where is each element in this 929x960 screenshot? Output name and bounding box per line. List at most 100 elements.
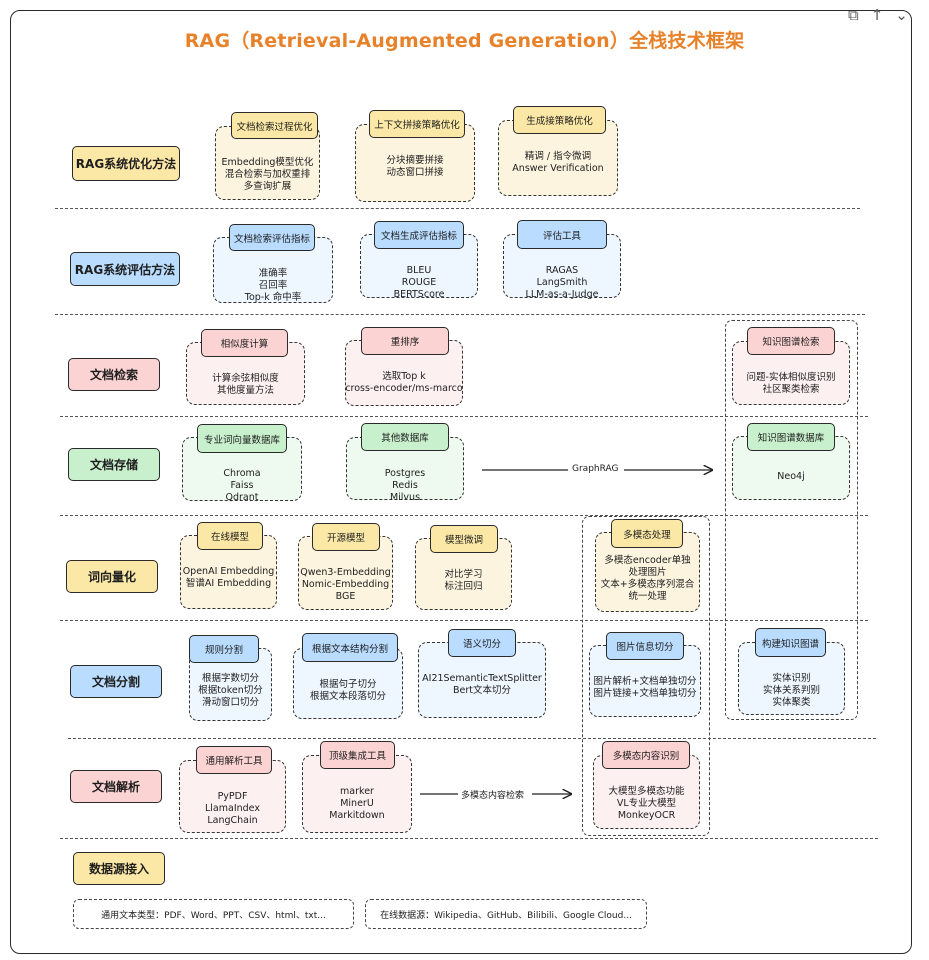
card-line: Postgres [384,468,426,479]
diagram-title: RAG（Retrieval-Augmented Generation）全栈技术框… [184,30,745,52]
tag-sto-other: 其他数据库 [361,423,449,451]
tag-eval-tools: 评估工具 [517,220,607,249]
card-line: 根据文本段落切分 [309,691,386,702]
card-line: LangSmith [536,277,588,288]
card-line: 分块摘要拼接 [386,155,444,166]
card-line: 动态窗口拼接 [386,167,444,178]
tag-opt-generation: 生成接策略优化 [513,106,606,134]
toolbar-icons: ⧉↑⌄ [848,6,920,24]
tag-opt-context: 上下文拼接策略优化 [369,110,465,138]
card-line: 根据token切分 [198,685,263,696]
card-line: Milvus [389,492,421,503]
card-line: 选取Top k [382,371,426,382]
card-line: 标注回归 [444,581,483,592]
separator [60,620,868,621]
card-line: marker [340,786,374,797]
card-line: Markitdown [329,810,385,821]
card-line: BLEU [406,265,432,276]
card-line: 大模型多模态功能 [608,786,685,797]
tag-vec-online: 在线模型 [197,522,263,550]
card-line: 处理图片 [628,567,667,578]
card-line: Redis [392,480,418,491]
tag-chk-rule: 规则分割 [189,635,259,663]
card-line: 根据字数切分 [201,673,259,684]
card-line: Answer Verification [512,163,604,174]
card-line: OpenAI Embedding [182,566,275,577]
knowledge-graph-group [725,320,858,720]
copy-icon[interactable]: ⧉ [848,6,871,24]
card-line: 图片链接+文档单独切分 [593,688,697,699]
card-line: Qdrant [225,492,259,503]
card-line: 准确率 [258,268,288,279]
tag-sto-vector: 专业词向量数据库 [197,424,287,453]
tag-par-top: 顶级集成工具 [320,741,395,769]
tag-vec-open: 开源模型 [312,523,380,551]
card-line: Bert文本切分 [453,685,511,696]
card-line: PyPDF [217,791,248,802]
separator [60,515,868,516]
card-line: Embedding模型优化 [221,157,314,168]
tag-eval-generation: 文档生成评估指标 [374,221,464,249]
tag-chk-semantic: 语义切分 [448,629,516,657]
card-line: Nomic-Embedding [301,579,390,590]
layer-evaluate: RAG系统评估方法 [70,252,180,286]
arrow-up-icon[interactable]: ↑ [870,6,896,24]
layer-optimize: RAG系统优化方法 [72,146,180,181]
layer-chunking: 文档分割 [70,665,162,698]
card-line: 实体聚类 [772,697,811,708]
tag-chk-image: 图片信息切分 [606,632,684,660]
card-line: 实体识别 [772,673,811,684]
card-line: MonkeyOCR [617,810,676,821]
card-line: cross-encoder/ms-marco [345,383,463,394]
separator [55,314,865,315]
layer-parsing: 文档解析 [70,770,162,803]
tag-par-general: 通用解析工具 [196,746,272,774]
card-line: 社区聚类检索 [762,384,820,395]
datasource-online: 在线数据源：Wikipedia、GitHub、Bilibili、Google C… [365,899,647,929]
card-line: 问题-实体相似度识别 [746,372,836,383]
card-line: 混合检索与加权重排 [224,169,311,180]
card-line: 多模态encoder单独 [604,555,691,566]
card-line: 文本+多模态序列混合 [600,579,695,590]
tag-chk-structure: 根据文本结构分割 [302,633,398,662]
tag-eval-retrieval: 文档检索评估指标 [229,224,315,251]
card-line: 精调 / 指令微调 [524,151,592,162]
card-line: 实体关系判别 [762,685,820,696]
multimodal-retrieval-label: 多模态内容检索 [461,791,525,801]
card-line: VL专业大模型 [616,798,677,809]
card-line: 其他度量方法 [216,385,274,396]
tag-vec-finetune: 模型微调 [430,525,498,553]
card-line: 统一处理 [628,591,667,602]
tag-chk-kg: 构建知识图谱 [755,628,826,657]
datasource-text-types: 通用文本类型：PDF、Word、PPT、CSV、html、txt... [73,899,354,929]
card-line: 对比学习 [444,569,483,580]
card-line: Qwen3-Embedding [300,567,391,578]
card-line: Chroma [223,468,261,479]
card-line: RAGAS [545,265,579,276]
separator [55,208,860,209]
card-line: Faiss [230,480,254,491]
tag-opt-retrieval: 文档检索过程优化 [231,112,318,139]
card-line: MinerU [340,798,374,809]
tag-ret-rerank: 重排序 [361,327,449,355]
tag-ret-similarity: 相似度计算 [201,329,288,357]
card-line: 召回率 [258,280,288,291]
layer-storage: 文档存储 [68,448,160,481]
layer-datasource: 数据源接入 [73,852,165,885]
card-line: AI21SemanticTextSplitter [422,673,542,684]
card-line: LlamaIndex [205,803,260,814]
layer-retrieval: 文档检索 [68,358,160,391]
diagram-frame [10,10,912,954]
card-line: 图片解析+文档单独切分 [593,676,697,687]
separator [60,838,878,839]
card-line: LLM-as-a-Judge [525,289,599,300]
tag-vec-multimodal: 多模态处理 [611,519,683,548]
card-line: Top-k 命中率 [244,292,302,303]
chevron-down-icon[interactable]: ⌄ [895,6,920,24]
card-line: Neo4j [777,471,805,482]
layer-vectorize: 词向量化 [66,560,158,593]
card-line: BGE [335,591,356,602]
tag-sto-kg: 知识图谱数据库 [747,423,835,451]
card-line: 根据句子切分 [319,679,377,690]
card-line: LangChain [207,815,258,826]
